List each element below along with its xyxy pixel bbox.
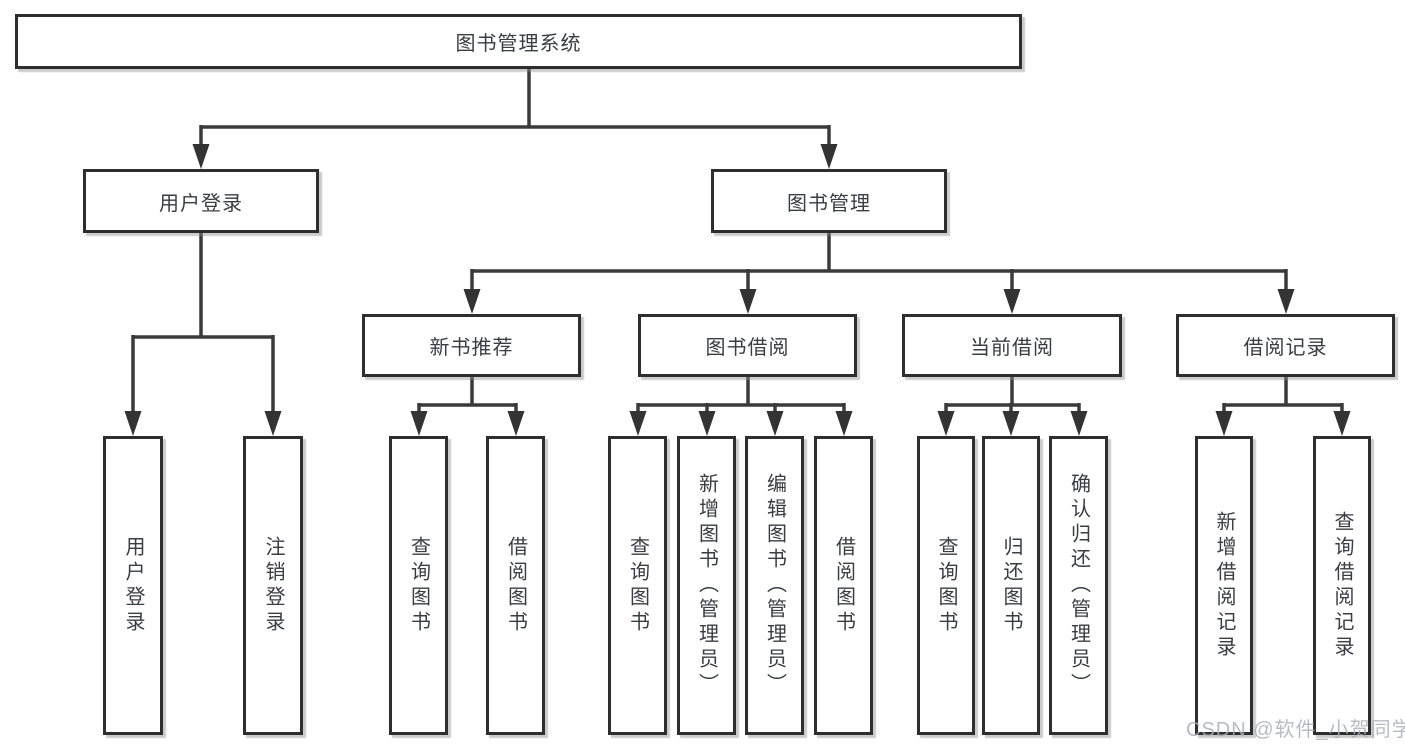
- node-label: 确认归还（管理员）: [1067, 473, 1090, 698]
- node-label: 查询借阅记录: [1331, 510, 1353, 661]
- node-label: 查询图书: [407, 535, 430, 636]
- node-book-borrow: 图书借阅: [638, 314, 857, 377]
- node-label: 用户登录: [122, 535, 144, 636]
- leaf-record-add-record: 新增借阅记录: [1195, 436, 1253, 735]
- node-label: 当前借阅: [970, 337, 1054, 359]
- node-root: 图书管理系统: [15, 14, 1022, 69]
- csdn-watermark: CSDN @软件_小贺同学: [1186, 719, 1405, 741]
- leaf-current-query-book: 查询图书: [917, 436, 975, 735]
- node-book-management: 图书管理: [711, 169, 947, 233]
- leaf-user-login: 用户登录: [103, 436, 163, 735]
- leaf-newrec-query-book: 查询图书: [389, 436, 448, 735]
- node-borrow-record: 借阅记录: [1176, 314, 1395, 377]
- node-current-borrow: 当前借阅: [902, 314, 1122, 377]
- node-user-login: 用户登录: [83, 169, 319, 233]
- node-new-book-recommend: 新书推荐: [362, 314, 581, 377]
- node-label: 注销登录: [262, 535, 284, 636]
- node-label: 图书管理: [787, 192, 871, 215]
- leaf-borrow-edit-book-admin: 编辑图书（管理员）: [745, 436, 804, 735]
- node-label: 用户登录: [159, 192, 243, 215]
- leaf-current-return-book: 归还图书: [982, 436, 1040, 735]
- node-label: 查询图书: [626, 535, 649, 636]
- node-label: 新增借阅记录: [1213, 510, 1235, 661]
- leaf-current-confirm-return-admin: 确认归还（管理员）: [1049, 436, 1108, 735]
- leaf-newrec-borrow-book: 借阅图书: [486, 436, 545, 735]
- node-label: 归还图书: [1000, 535, 1022, 636]
- leaf-borrow-query-book: 查询图书: [608, 436, 667, 735]
- node-label: 借阅图书: [832, 535, 855, 636]
- node-label: 编辑图书（管理员）: [763, 473, 786, 698]
- node-label: 新书推荐: [429, 337, 514, 359]
- node-label: 借阅图书: [504, 535, 527, 636]
- node-label: 图书借阅: [705, 337, 790, 359]
- node-label: 图书管理系统: [455, 33, 582, 55]
- node-label: 查询图书: [935, 535, 957, 636]
- node-label: 借阅记录: [1243, 337, 1328, 359]
- leaf-borrow-borrow-book: 借阅图书: [814, 436, 873, 735]
- edge-arrowheads: [124, 144, 1351, 436]
- node-label: 新增图书（管理员）: [695, 473, 718, 698]
- leaf-record-query-record: 查询借阅记录: [1313, 436, 1371, 735]
- leaf-borrow-add-book-admin: 新增图书（管理员）: [677, 436, 736, 735]
- leaf-logout: 注销登录: [243, 436, 303, 735]
